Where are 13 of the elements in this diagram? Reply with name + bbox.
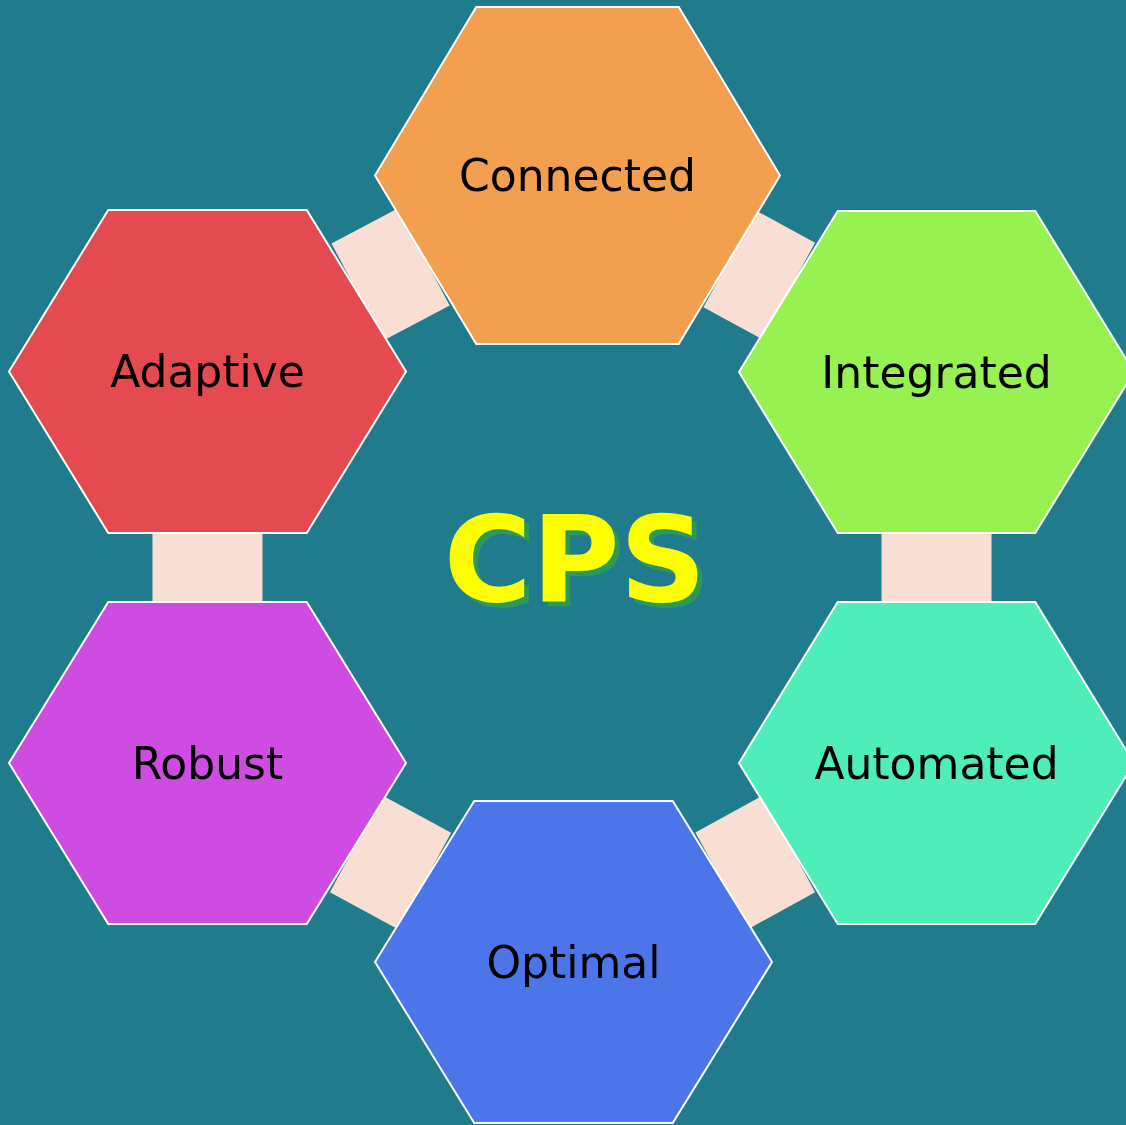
hexagon-label: Integrated xyxy=(821,345,1052,400)
hexagon-label: Optimal xyxy=(486,935,661,990)
connector-band xyxy=(703,210,816,340)
center-title: CPS xyxy=(442,500,708,620)
hexagon-label: Automated xyxy=(814,736,1059,791)
connector-band xyxy=(329,795,452,930)
hexagon-label: Connected xyxy=(459,149,696,203)
connector-band xyxy=(695,795,816,929)
connector-band xyxy=(881,533,992,602)
hexagon-label: Adaptive xyxy=(110,345,305,399)
hexagon-label: Robust xyxy=(131,736,284,791)
connector-band xyxy=(331,208,450,341)
connector-band xyxy=(152,533,263,602)
